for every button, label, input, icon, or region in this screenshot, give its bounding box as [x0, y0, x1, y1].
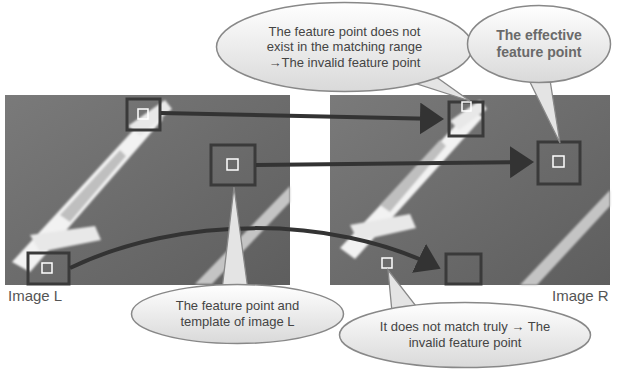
- callout-ellipse: The feature point and template of image …: [130, 283, 345, 345]
- callout-tails: [222, 74, 560, 312]
- callout-ellipse: The effective feature point: [466, 4, 612, 84]
- feature-point: [462, 102, 471, 111]
- matching-square: [446, 254, 481, 284]
- callout-ellipse: The feature point does not exist in the …: [215, 1, 474, 93]
- shadow: [380, 140, 446, 212]
- ellipse-shape: [217, 3, 473, 92]
- match-arrow: [161, 113, 440, 119]
- wing: [350, 214, 416, 241]
- callout-text: It does not match truly → The invalid fe…: [376, 319, 554, 350]
- matching-square: [538, 142, 580, 184]
- image-label: Image L: [8, 287, 62, 304]
- ellipse-shape: [132, 285, 344, 344]
- feature-point: [227, 159, 238, 170]
- feature-point: [138, 109, 148, 119]
- airplane-left: [12, 100, 290, 284]
- feature-point: [382, 258, 392, 268]
- feature-point: [42, 263, 52, 273]
- template-square: [211, 145, 255, 185]
- tail: [450, 100, 487, 130]
- callout-text: The effective feature point: [489, 27, 589, 61]
- ellipse-shape: [340, 303, 591, 368]
- matching-arrows: [70, 113, 530, 268]
- fuselage: [340, 110, 483, 259]
- callout-text: The feature point does not exist in the …: [254, 24, 436, 71]
- image-right: [330, 95, 610, 285]
- feature-squares-left: [28, 99, 255, 284]
- callout-ellipse: It does not match truly → The invalid fe…: [338, 301, 592, 369]
- callout-text: The feature point and template of image …: [163, 298, 313, 329]
- template-square: [127, 99, 160, 130]
- matching-square: [449, 102, 483, 136]
- feature-point: [553, 156, 564, 167]
- streak: [520, 190, 610, 285]
- template-square: [28, 253, 69, 284]
- image-label: Image R: [552, 287, 609, 304]
- fuselage: [12, 112, 163, 272]
- image-left: [5, 95, 290, 285]
- ellipse-shape: [468, 6, 611, 83]
- callout-tail: [222, 187, 248, 290]
- airplane-right: [340, 100, 610, 285]
- callout-tail: [528, 78, 560, 143]
- match-arrow: [256, 162, 530, 165]
- match-arrow: [70, 228, 437, 268]
- shadow: [60, 150, 126, 222]
- tail: [128, 100, 172, 136]
- wing: [30, 226, 101, 252]
